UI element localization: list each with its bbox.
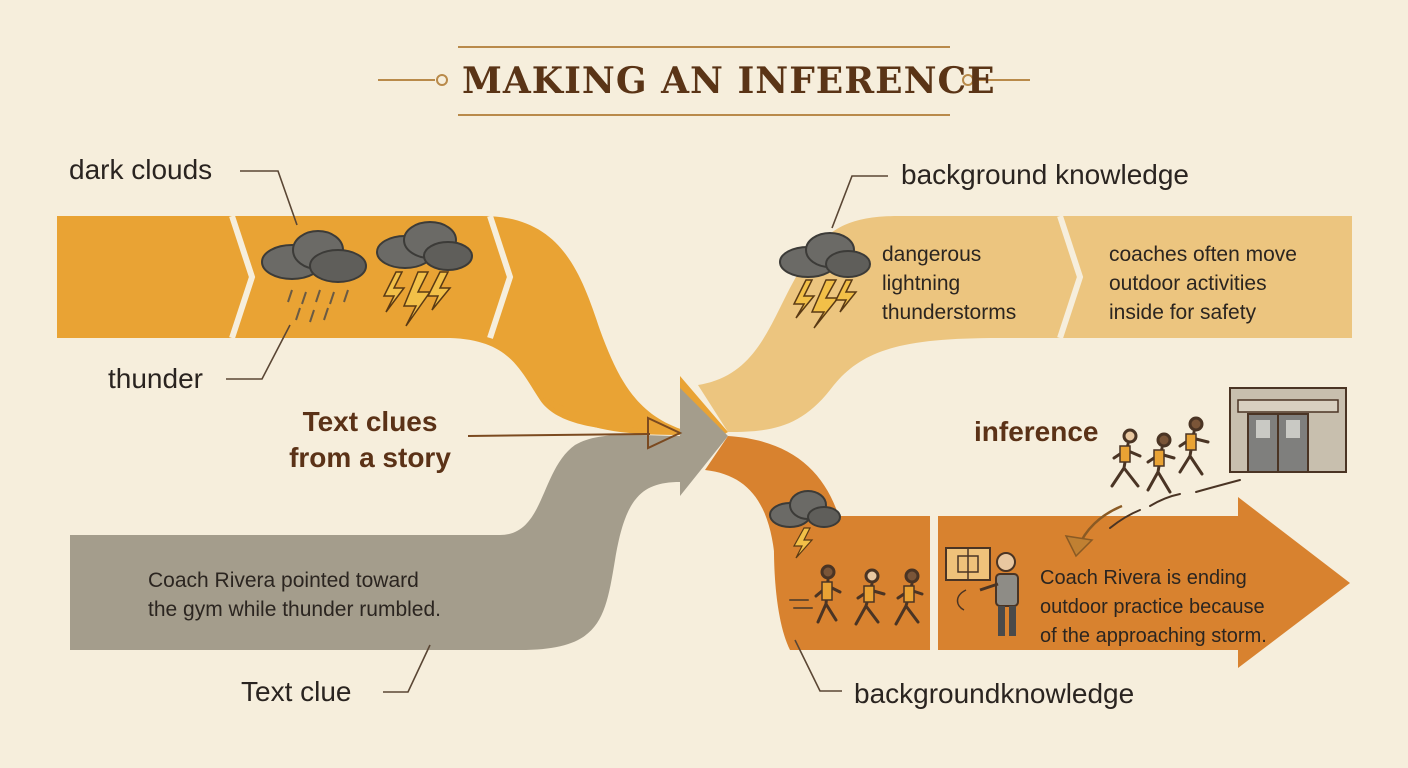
storm-cloud-icon: [769, 490, 841, 528]
lightning-icon: [792, 527, 814, 559]
knowledge-fact-1: dangerous: [882, 243, 982, 266]
story-sentence: Coach Rivera pointed toward the gym whil…: [148, 566, 441, 624]
knowledge-reasoning: coaches often move outdoor activities in…: [1109, 240, 1297, 327]
story-sentence-line-2: the gym while thunder rumbled.: [148, 598, 441, 621]
label-text-clues-line-1: Text clues: [302, 406, 438, 437]
knowledge-facts: dangerous lightning thunderstorms: [882, 240, 1016, 327]
inference-arrow: [938, 497, 1350, 668]
story-sentence-line-1: Coach Rivera pointed toward: [148, 569, 419, 592]
storm-cloud-icon: [376, 221, 473, 271]
knowledge-reasoning-1: coaches often move: [1109, 243, 1297, 266]
inference-text-line-2: outdoor practice because: [1040, 596, 1265, 618]
label-background-knowledge-bottom: backgroundknowledge: [854, 678, 1135, 709]
storm-cloud-icon: [779, 232, 871, 278]
lightning-icon: [382, 271, 452, 327]
label-text-clue: Text clue: [241, 676, 352, 707]
story-band: [70, 388, 728, 650]
inference-text: Coach Rivera is ending outdoor practice …: [1040, 564, 1267, 651]
chevron-divider: [1057, 215, 1084, 339]
storm-cloud-icon: [261, 230, 367, 323]
knowledge-fact-3: thunderstorms: [882, 301, 1017, 324]
gym-building-icon: [1229, 387, 1347, 473]
coach-icon: [956, 552, 1019, 636]
page-title: MAKING AN INFERENCE: [462, 60, 996, 102]
inference-pointer-arrowhead: [1064, 535, 1094, 558]
label-thunder: thunder: [108, 363, 203, 394]
knowledge-band-bottom-body: [773, 516, 930, 650]
label-text-clues: Text clues from a story: [266, 404, 474, 476]
label-text-clues-line-2: from a story: [289, 442, 451, 473]
chevron-divider: [229, 215, 256, 339]
title-ornament: [378, 46, 1030, 116]
clue-pointer-arrowhead: [647, 416, 683, 450]
clue-pointer-line: [467, 433, 651, 437]
knowledge-reasoning-2: outdoor activities: [1109, 272, 1267, 295]
label-dark-clouds: dark clouds: [69, 154, 213, 185]
lightning-icon: [792, 279, 858, 329]
chevron-divider: [487, 215, 514, 339]
running-student-shirts: [1119, 433, 1197, 467]
label-background-knowledge-top: background knowledge: [901, 159, 1189, 190]
running-students-icon: [1110, 416, 1210, 494]
text-clue-band: [57, 216, 728, 432]
running-student-shirts: [821, 581, 915, 603]
whiteboard-icon: [945, 547, 991, 581]
label-inference: inference: [974, 416, 1099, 447]
inference-text-line-1: Coach Rivera is ending: [1040, 567, 1247, 589]
knowledge-reasoning-3: inside for safety: [1109, 301, 1257, 324]
motion-lines: [1109, 479, 1241, 529]
knowledge-fact-2: lightning: [882, 272, 961, 295]
leader-lines: [226, 170, 888, 693]
inference-text-line-3: of the approaching storm.: [1040, 625, 1267, 647]
